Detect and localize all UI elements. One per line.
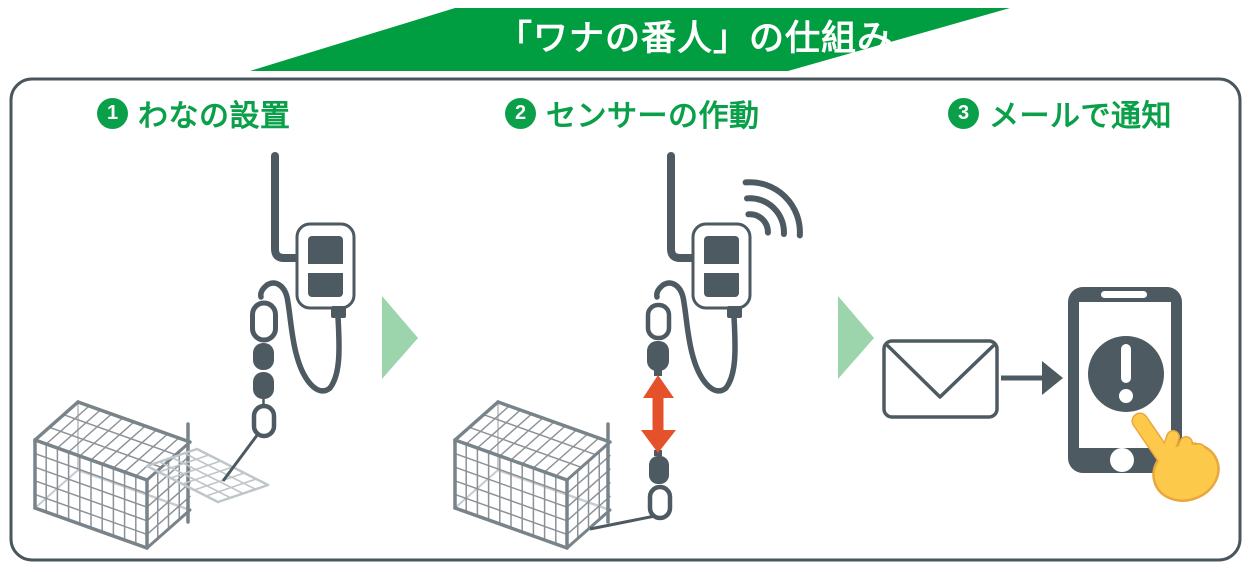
sensor-transmitter-icon (258, 152, 356, 394)
email-envelope-icon (882, 339, 999, 419)
step-2-number-badge: 2 (505, 97, 536, 129)
tap-hand-icon (1131, 412, 1220, 502)
content-box-border (9, 77, 1242, 562)
title-banner-shape (250, 8, 1010, 71)
cable-icon (258, 280, 342, 394)
step-2-label: センサーの作動 (546, 100, 760, 133)
trap-cage-icon (33, 400, 270, 550)
step-3-number-badge: 3 (948, 97, 979, 129)
pull-apart-arrow-icon (641, 375, 676, 453)
step-1-label: わなの設置 (138, 100, 291, 133)
cable-icon (654, 280, 738, 394)
trap-cage-icon (453, 400, 612, 550)
next-step-arrow-icon (382, 296, 418, 379)
pull-sensor-chain-icon (589, 302, 673, 531)
wifi-waves-icon (742, 179, 803, 239)
step-1-title: 1 わなの設置 (97, 97, 291, 133)
send-arrow-icon (1001, 361, 1063, 395)
alert-exclamation-icon (1088, 336, 1164, 412)
step-1-number-badge: 1 (97, 97, 128, 129)
pull-sensor-chain-icon (221, 300, 278, 482)
step-3-title: 3 メールで通知 (948, 97, 1172, 133)
page-title: 「ワナの番人」の仕組み (496, 19, 893, 58)
next-step-arrow-icon (838, 296, 874, 379)
sensor-transmitter-icon (654, 152, 752, 394)
step-3-label: メールで通知 (989, 100, 1172, 133)
antenna-icon (667, 152, 698, 262)
step-2-title: 2 センサーの作動 (505, 97, 760, 133)
antenna-icon (271, 152, 302, 262)
